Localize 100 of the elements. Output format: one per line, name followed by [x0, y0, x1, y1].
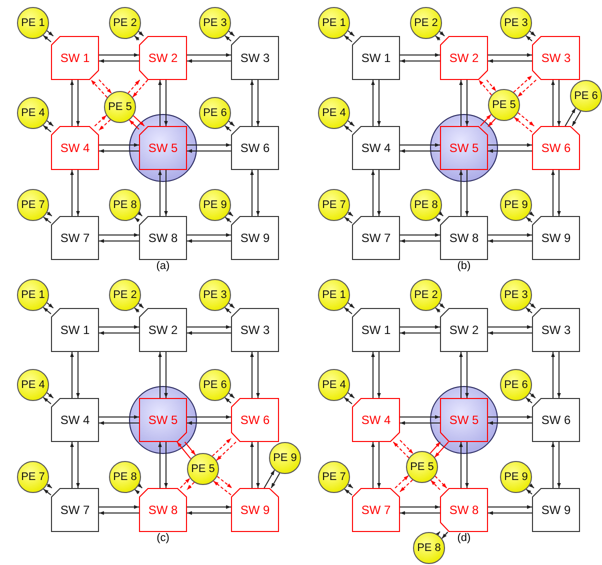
- arrow: [186, 59, 232, 63]
- arrow: [551, 80, 555, 126]
- arrow: [371, 170, 375, 216]
- node-label: SW 6: [240, 413, 270, 427]
- arrow: [224, 216, 232, 223]
- arrow: [186, 239, 232, 243]
- processor-circle: [570, 80, 602, 112]
- node-label: PE 5: [108, 101, 132, 113]
- switch-box: [231, 398, 279, 442]
- switch-box: [231, 488, 279, 532]
- arrow: [488, 421, 532, 425]
- processor-circle: [410, 279, 442, 311]
- arrow: [70, 352, 74, 398]
- arrow: [488, 143, 532, 147]
- switch-box: [532, 126, 580, 170]
- arrow: [344, 34, 352, 42]
- processor-circle: [318, 7, 350, 39]
- node-label: PE 9: [203, 199, 227, 211]
- node-label: PE 4: [21, 379, 45, 391]
- arrow: [371, 352, 375, 398]
- switch-box: [139, 308, 187, 352]
- arrow: [529, 30, 536, 36]
- arrow: [42, 306, 52, 314]
- arrow: [459, 170, 463, 216]
- arrow: [488, 239, 532, 243]
- arrow: [465, 352, 469, 398]
- arrow: [256, 442, 260, 488]
- node-label: PE 5: [191, 463, 215, 475]
- arrow: [250, 442, 254, 488]
- processor-circle: [488, 89, 520, 121]
- node-label: SW 2: [449, 51, 479, 65]
- arrow: [46, 30, 54, 36]
- arrow: [137, 483, 143, 488]
- arrow: [348, 30, 355, 36]
- node-label: SW 8: [148, 231, 178, 245]
- switch-box: [139, 488, 187, 532]
- arrow: [439, 302, 445, 308]
- switch-box: [51, 398, 99, 442]
- processor-circle: [410, 189, 442, 221]
- arrow: [164, 80, 168, 126]
- processor-circle: [318, 97, 350, 129]
- node-label: PE 7: [322, 471, 346, 483]
- arrow: [98, 149, 140, 153]
- processor-circle: [500, 461, 532, 493]
- processor-circle: [318, 189, 350, 221]
- node-label: PE 4: [21, 107, 45, 119]
- arrow: [488, 415, 532, 419]
- node-label: SW 1: [60, 51, 90, 65]
- arrow: [488, 53, 532, 57]
- node-label: PE 7: [21, 471, 45, 483]
- arrow: [250, 80, 254, 126]
- arrow: [98, 143, 140, 147]
- arrow: [488, 59, 532, 63]
- node-label: PE 9: [273, 452, 297, 464]
- node-label: SW 8: [148, 503, 178, 517]
- switch-box: [231, 216, 279, 260]
- arrow: [98, 421, 140, 425]
- node-label: SW 5: [449, 141, 479, 155]
- arrow: [42, 396, 52, 404]
- highlight-circle: [430, 386, 498, 454]
- arrow: [394, 475, 409, 488]
- panel-caption: (a): [156, 260, 170, 272]
- node-label: PE 7: [21, 199, 45, 211]
- switch-box: [440, 36, 488, 80]
- arrow: [459, 80, 463, 126]
- arrow: [435, 35, 440, 41]
- node-label: SW 5: [148, 413, 178, 427]
- arrow: [46, 120, 54, 126]
- arrow: [528, 211, 534, 216]
- arrow: [186, 331, 232, 335]
- arrow: [435, 217, 441, 222]
- arrow: [488, 331, 532, 335]
- switch-box: [352, 308, 400, 352]
- node-label: PE 9: [504, 471, 528, 483]
- arrow: [228, 211, 234, 216]
- node-label: PE 6: [203, 107, 227, 119]
- processor-circle: [410, 7, 442, 39]
- arrow: [256, 170, 260, 216]
- arrow: [344, 488, 352, 496]
- arrow: [216, 476, 232, 488]
- arrow: [557, 80, 561, 126]
- node-label: SW 9: [541, 231, 571, 245]
- arrow: [551, 442, 555, 488]
- arrow: [439, 30, 445, 36]
- arrow: [212, 438, 232, 456]
- node-label: SW 4: [60, 413, 90, 427]
- arrow: [377, 80, 381, 126]
- processor-circle: [318, 461, 350, 493]
- arrow: [98, 511, 140, 515]
- arrow: [132, 80, 148, 98]
- node-label: SW 4: [361, 141, 391, 155]
- arrow: [76, 352, 80, 398]
- processor-circle: [199, 7, 231, 39]
- arrow: [488, 233, 532, 237]
- arrow: [256, 352, 260, 398]
- arrow: [434, 476, 448, 488]
- node-label: SW 1: [361, 323, 391, 337]
- node-label: SW 4: [361, 413, 391, 427]
- node-label: SW 9: [240, 503, 270, 517]
- arrow: [377, 170, 381, 216]
